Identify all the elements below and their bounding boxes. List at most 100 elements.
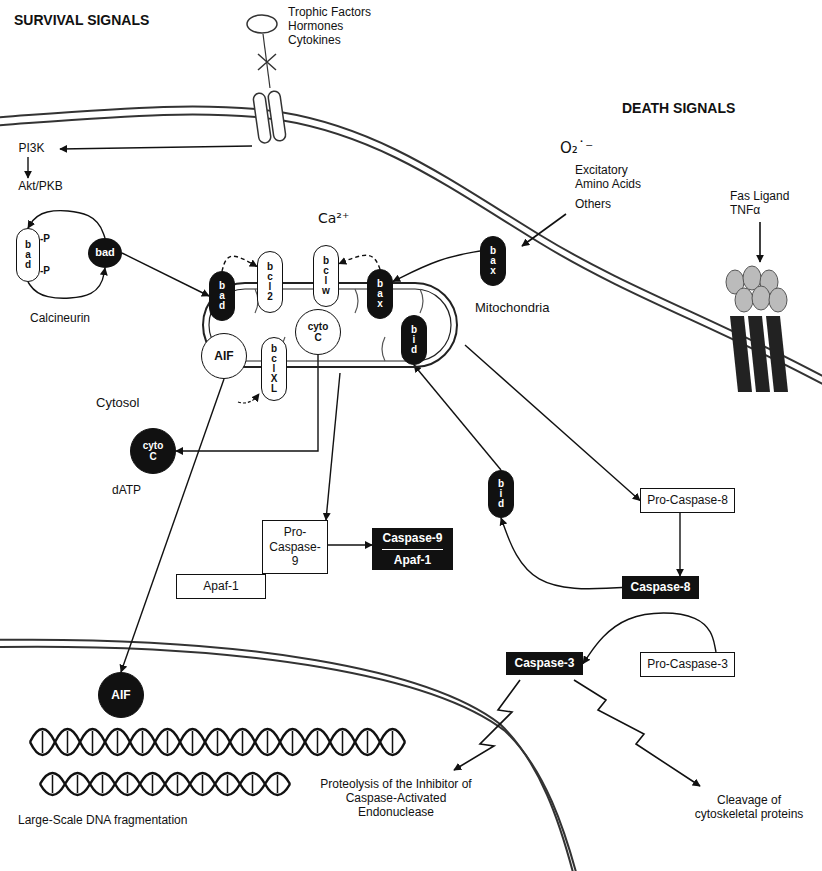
enzyme-name: Apaf-1 (382, 550, 443, 567)
arrow-connector (121, 379, 224, 672)
dna-rungs (43, 731, 393, 753)
protein-name: bclXL (270, 344, 278, 394)
ligand-subunit (735, 288, 753, 312)
protein-name: Apaf-1 (203, 579, 238, 593)
proenzyme-box: Pro-Caspase-9 (262, 520, 328, 574)
protein-circle: cyto C (130, 428, 176, 474)
arrow-connector (122, 253, 209, 296)
dna-strand (40, 773, 290, 795)
signal-name: Others (575, 198, 611, 212)
signal-heading: DEATH SIGNALS (622, 100, 735, 116)
lightning-arrow (574, 680, 700, 786)
active-enzyme-box: Caspase-8 (622, 576, 699, 599)
dna-helix (30, 729, 405, 755)
arrow-connector (393, 251, 480, 282)
protein-blob: bid (488, 470, 514, 518)
phosphorylated-protein: bad-P-P (16, 228, 40, 282)
dna-rungs (53, 775, 278, 793)
protein-name: bad (218, 281, 226, 311)
active-enzyme-box: Caspase-3 (506, 652, 583, 675)
protein-name: -P (40, 265, 50, 277)
protein-name: AIF (111, 688, 130, 702)
ligand-name: Fas Ligand TNFα (730, 190, 796, 218)
kinase-name: PI3K (18, 141, 44, 155)
compartment-name: Cytosol (96, 396, 139, 411)
membrane-protein: bid (401, 315, 427, 365)
process-note: Large-Scale DNA fragmentation (18, 814, 187, 828)
protein-circle: cyto C (295, 309, 341, 355)
arrow-connector (414, 365, 501, 470)
arrow-connector (176, 355, 318, 451)
arrow-connector (339, 255, 380, 269)
protein-circle: AIF (98, 672, 144, 718)
lightning-arrow (454, 680, 520, 770)
process-note: Cleavage of cytoskeletal proteins (684, 794, 814, 822)
receptor-chain (748, 316, 770, 392)
nuclear-membrane-outer (0, 640, 575, 871)
process-note: Proteolysis of the Inhibitor of Caspase-… (316, 778, 476, 819)
enzyme-name: Calcineurin (30, 312, 90, 326)
protein-name: bad (95, 246, 115, 259)
protein-name: bax (489, 246, 497, 276)
receptor-chain (730, 316, 752, 392)
arrow-connector (679, 513, 680, 576)
receptor-arrow (60, 146, 252, 149)
fas-ligand-trimer (726, 266, 787, 312)
enzyme-name: Pro-Caspase-8 (647, 493, 728, 507)
protein-name: bcl2 (266, 262, 274, 302)
cell-membrane-outer (0, 106, 822, 380)
arrow-connector (501, 518, 622, 589)
membrane-protein: bclXL (261, 337, 287, 401)
protein-name: bad (24, 240, 32, 270)
receptor-chain (766, 316, 788, 392)
membrane-protein: bax (367, 269, 393, 319)
membrane-protein: bcl2 (257, 251, 283, 313)
trophic-factor-symbol (247, 15, 277, 33)
arrow-connector (328, 544, 372, 545)
protein-name: bid (497, 479, 505, 509)
kinase-name: Akt/PKB (18, 179, 63, 193)
kinase-label: Akt/PKB (16, 178, 65, 195)
fas-receptor (730, 316, 788, 392)
receptor-subunit (268, 90, 287, 141)
enzyme-name: Pro-Caspase-9 (269, 525, 320, 568)
protein-name: bclw (322, 256, 330, 296)
protein-name: bax (376, 279, 384, 309)
arrow-connector (28, 211, 105, 238)
radical-label: O₂˙⁻ (560, 140, 593, 157)
dna-strand (40, 773, 290, 795)
cell-membrane-inner (0, 114, 822, 388)
protein-name: AIF (214, 349, 233, 363)
cell-membrane (0, 106, 822, 388)
ion-label: Ca²⁺ (318, 210, 349, 226)
fas-ligand-arrow (759, 222, 761, 262)
dna-strand (30, 729, 405, 755)
enzyme-name: Caspase-9 (382, 531, 443, 549)
proenzyme-box: Pro-Caspase-8 (640, 488, 735, 513)
arrow-connector (326, 373, 340, 520)
apoptosome-box: Caspase-9Apaf-1 (372, 528, 453, 570)
mitochondrion: Mitochondriabadbcl2bclwbaxbidAIFbclXLcyt… (195, 245, 465, 373)
organelle-name: Mitochondria (475, 300, 549, 316)
signal-name: Excitatory Amino Acids (575, 164, 655, 192)
protein-name: cyto C (143, 440, 164, 462)
inhibition-dashed-arc (238, 394, 259, 403)
dna-strand (30, 729, 405, 755)
survival-receptor (253, 90, 287, 143)
ligand-subunit (752, 286, 770, 310)
death-signal-arrow (522, 214, 566, 246)
nuclear-membrane (0, 640, 580, 871)
signal-list: Trophic Factors Hormones Cytokines (288, 6, 388, 47)
cofactor-name: dATP (112, 484, 141, 498)
membrane-protein: bad (209, 271, 235, 321)
enzyme-name: Pro-Caspase-3 (647, 657, 728, 671)
signal-heading: SURVIVAL SIGNALS (14, 12, 149, 28)
cofactor-box: Apaf-1 (176, 574, 266, 599)
dna-helix-fragment (40, 773, 290, 795)
protein-name: cyto C (308, 321, 329, 343)
nuclear-membrane-inner (0, 647, 580, 871)
arrow-connector (222, 256, 257, 271)
